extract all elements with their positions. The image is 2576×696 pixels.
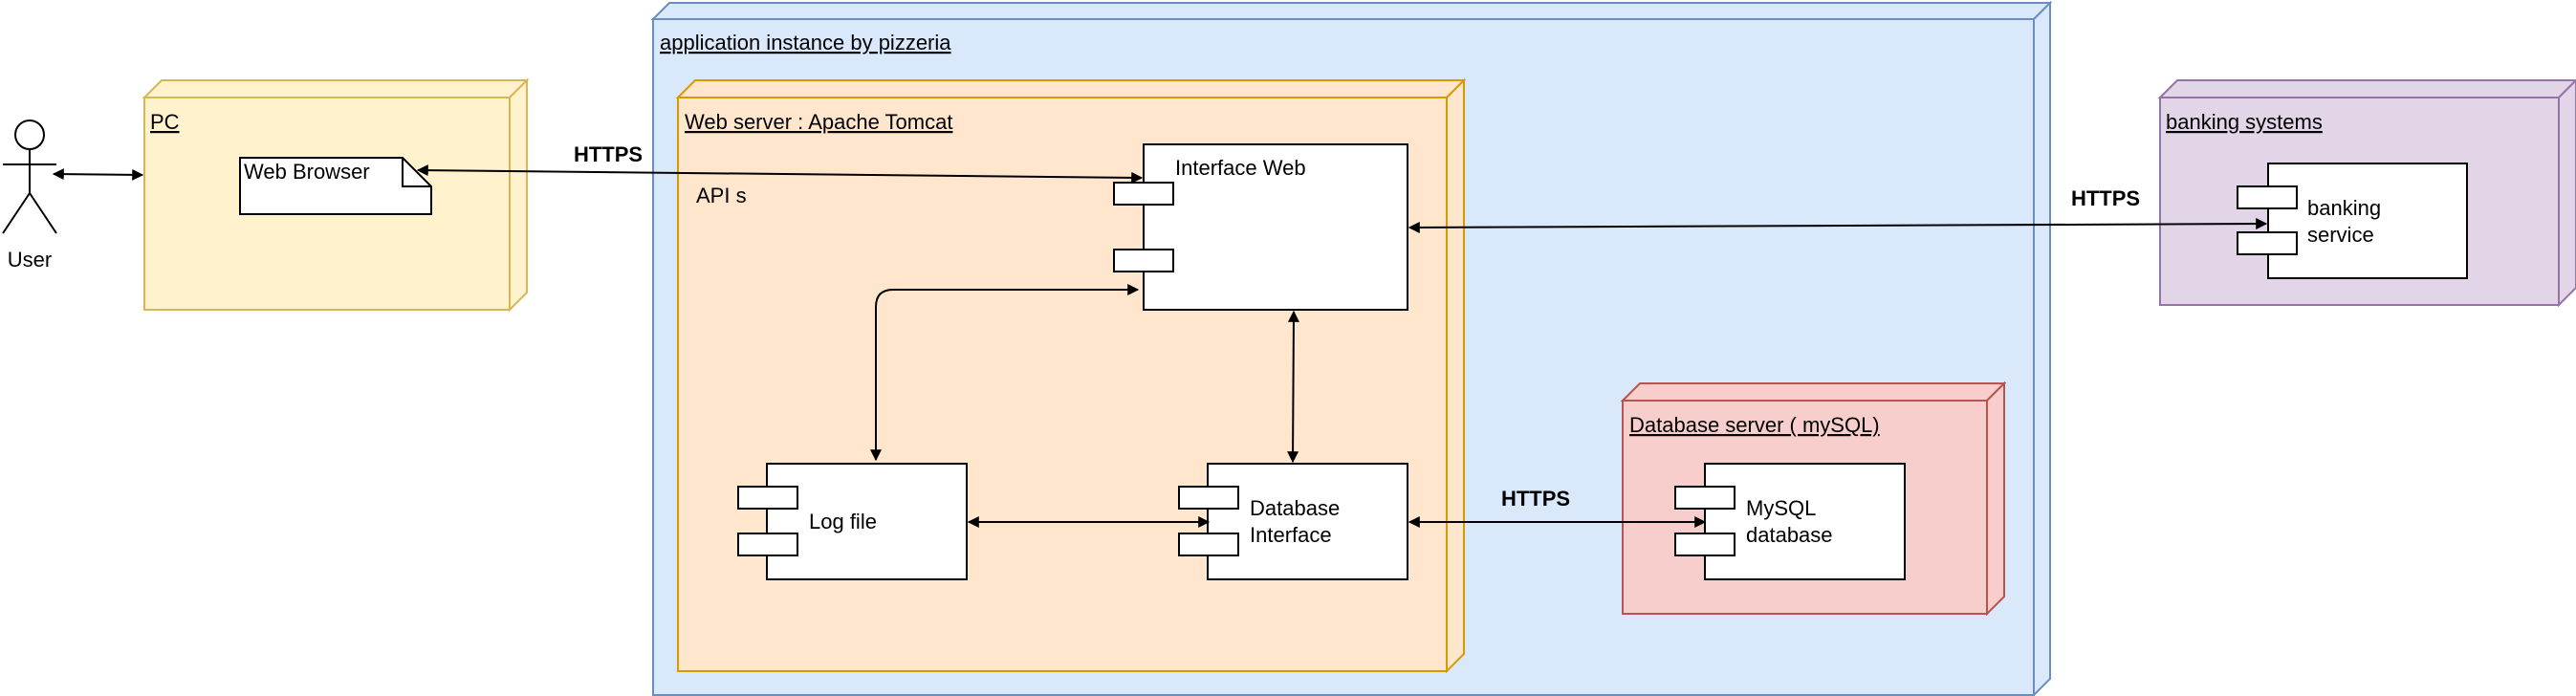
user-actor[interactable] (2, 120, 57, 234)
component-interface-web-label: Interface Web (1175, 156, 1306, 180)
component-log-file-label: Log file (809, 510, 877, 533)
component-database-interface-line1: Database (1250, 496, 1340, 520)
node-banking-systems-top (2157, 79, 2576, 98)
component-banking-service-line1: banking (2307, 196, 2381, 220)
edge-user-pc[interactable] (52, 168, 144, 181)
component-banking-service-port-bottom (2237, 231, 2298, 255)
node-db-server-top (1620, 382, 2007, 402)
component-mysql-database-port-bottom (1674, 533, 1736, 556)
edge-interface-web-log-file[interactable] (870, 284, 1140, 462)
artifact-web-browser-label: Web Browser (244, 160, 370, 184)
component-interface-web-body (1143, 143, 1408, 311)
user-right-leg (29, 192, 57, 234)
node-web-server-side (1446, 77, 1465, 674)
edge-interface-web-db-interface[interactable] (1287, 310, 1299, 464)
user-label: User (8, 248, 52, 272)
component-banking-service[interactable]: banking service (2237, 163, 2468, 279)
component-database-interface-port-top (1178, 486, 1239, 510)
component-log-file-body (766, 463, 968, 580)
edge-label-https-db: HTTPS (1501, 487, 1570, 511)
component-log-file-port-top (737, 486, 798, 510)
component-banking-service-port-top (2237, 185, 2298, 209)
node-app-instance-top (650, 2, 2053, 20)
component-mysql-database[interactable]: MySQL database (1674, 463, 1906, 580)
edge-label-https-banking: HTTPS (2071, 186, 2140, 210)
node-pc-title: PC (150, 110, 180, 134)
component-mysql-database-port-top (1674, 486, 1736, 510)
component-database-interface-port-bottom (1178, 533, 1239, 556)
component-banking-service-body (2267, 163, 2468, 279)
node-db-server-side (1986, 381, 2005, 617)
apis-label: API s (696, 184, 747, 207)
node-banking-systems-side (2558, 78, 2576, 308)
edge-label-https-browser: HTTPS (574, 142, 643, 166)
node-web-server-top (675, 79, 1467, 98)
edge-interface-web-banking[interactable] (1408, 218, 2268, 233)
component-log-file[interactable]: Log file (737, 463, 968, 580)
component-database-interface[interactable]: Database Interface (1178, 463, 1408, 580)
node-pc-top (142, 79, 530, 98)
node-db-server-title: Database server ( mySQL) (1629, 413, 1880, 437)
component-mysql-database-body (1704, 463, 1906, 580)
component-database-interface-body (1207, 463, 1408, 580)
user-left-leg (2, 192, 31, 234)
edge-browser-interface-web[interactable] (416, 164, 1144, 184)
node-pc-side (509, 77, 528, 313)
component-mysql-database-line2: database (1746, 523, 1833, 547)
node-app-instance-title: application instance by pizzeria (660, 31, 951, 54)
component-log-file-port-bottom (737, 533, 798, 556)
artifact-web-browser[interactable]: Web Browser (239, 157, 432, 215)
component-mysql-database-line1: MySQL (1746, 496, 1816, 520)
node-banking-systems-title: banking systems (2166, 110, 2323, 134)
component-interface-web-port-top (1113, 182, 1174, 206)
artifact-web-browser-shape (239, 157, 432, 215)
user-head (14, 120, 45, 150)
component-banking-service-line2: service (2307, 223, 2374, 247)
node-app-instance-side (2033, 0, 2051, 696)
component-database-interface-line2: Interface (1250, 523, 1332, 547)
node-web-server-title: Web server : Apache Tomcat (685, 110, 952, 134)
component-interface-web[interactable]: Interface Web (1113, 143, 1408, 311)
component-interface-web-port-bottom (1113, 249, 1174, 272)
artifact-fold (402, 158, 431, 187)
